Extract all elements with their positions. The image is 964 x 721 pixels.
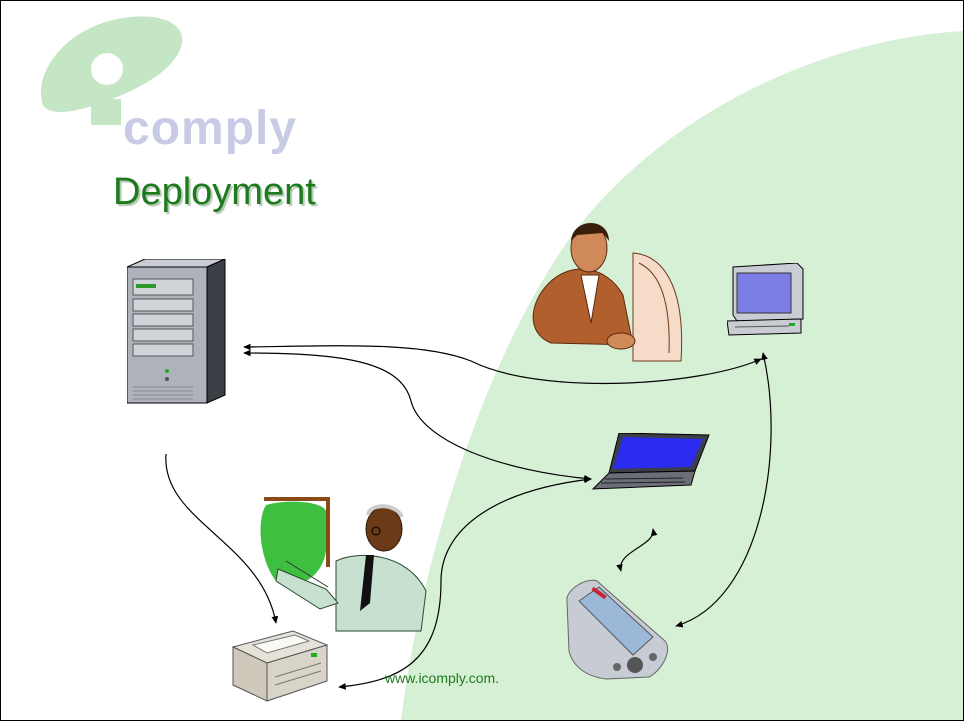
- edge-server-printer: [165, 453, 279, 624]
- laptop-icon: [591, 433, 710, 490]
- slide-title: Deployment: [113, 171, 316, 213]
- edge-laptop-server: [243, 349, 592, 482]
- presenter-with-board-icon: [260, 497, 427, 632]
- desktop-monitor-icon: [727, 263, 804, 336]
- person-at-computer-icon: [532, 223, 683, 362]
- footer-url: www.icomply.com.: [385, 670, 500, 686]
- edge-desktop-pda: [675, 352, 772, 628]
- edge-laptop-printer: [338, 476, 592, 690]
- logo-text: comply: [123, 102, 298, 155]
- printer-icon: [231, 630, 329, 702]
- edge-laptop-pda: [616, 528, 658, 572]
- server-tower-icon: [127, 259, 226, 404]
- logo-i-icon: [40, 16, 183, 125]
- pda-handheld-icon: [566, 579, 669, 680]
